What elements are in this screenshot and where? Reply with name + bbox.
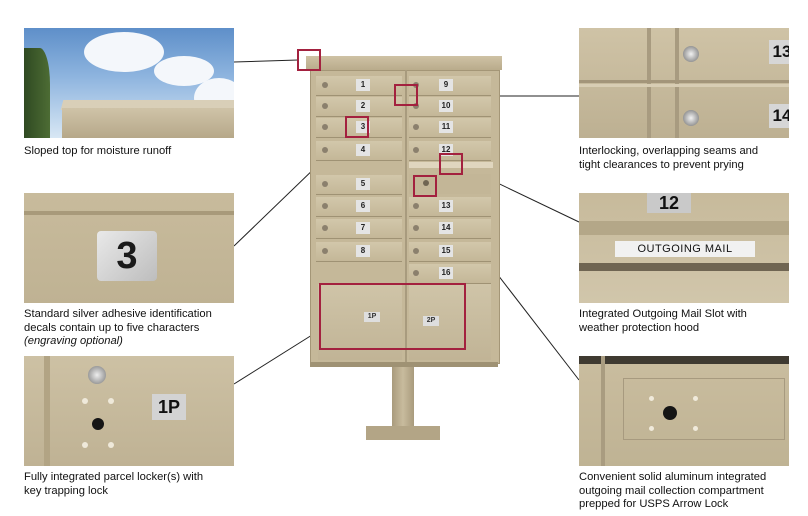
caption-outgoing-slot: Integrated Outgoing Mail Slot with weath… [579,308,747,334]
box-number: 6 [356,200,370,212]
decal-photo: 3 [24,193,234,303]
mailbox-door: 14 [409,219,491,239]
box-number: 1 [356,79,370,91]
collection-compartment-photo [579,356,789,466]
caption-parcel-locker: Fully integrated parcel locker(s) with k… [24,471,204,497]
mailbox-door: 4 [316,141,402,161]
box-number: 3 [356,121,370,133]
mailbox-door: 7 [316,219,402,239]
key-lock-icon [88,366,106,384]
box-number: 10 [439,100,453,112]
box-number: 13 [439,200,453,212]
parcel-locker: 2P [409,284,491,360]
seam-number-13: 13 [769,40,789,64]
mailbox-door: 3 [316,118,402,138]
mailbox-door: 6 [316,197,402,217]
seams-photo: 13 14 [579,28,789,138]
box-number: 11 [439,121,453,133]
highlight-parcel-lockers [319,283,466,350]
sloped-top [306,56,502,70]
highlight-collection-compartment [413,175,437,197]
caption-seams: Interlocking, overlapping seams and tigh… [579,145,759,171]
caption-collection-compartment: Convenient solid aluminum integrated out… [579,471,767,510]
pedestal [392,367,414,433]
mailbox-door: 2 [316,97,402,117]
mailbox-door: 16 [409,264,491,284]
mailbox-door: 5 [316,175,402,195]
outgoing-compartment [409,174,491,194]
connector-parcel [233,329,321,385]
mailbox-door: 11 [409,118,491,138]
box-number: 7 [356,222,370,234]
box-number: 5 [356,178,370,190]
box-number: 4 [356,144,370,156]
sloped-top-photo [24,28,234,138]
mailbox-door: 9 [409,76,491,96]
box-number: 15 [439,245,453,257]
parcel-locker: 1P [318,284,402,360]
seam-number-14: 14 [769,104,789,128]
highlight-outgoing-slot [439,153,463,175]
mailbox-door: 15 [409,242,491,262]
highlight-seams [394,84,418,106]
box-number: 16 [439,267,453,279]
highlight-sloped-top [297,49,321,71]
box-number: 2 [356,100,370,112]
box-number: 9 [439,79,453,91]
caption-decals: Standard silver adhesive identification … [24,308,212,347]
slot-number: 12 [647,193,691,213]
mailbox-door: 1 [316,76,402,96]
outgoing-slot-photo: 12 OUTGOING MAIL [579,193,789,303]
parcel-number: 1P [364,312,380,322]
highlight-decal [345,116,369,138]
cluster-mailbox-unit: 1 2 3 4 5 6 7 8 9 10 11 12 13 14 15 16 1… [306,56,502,446]
outgoing-slot-hood [409,162,493,168]
box-number: 8 [356,245,370,257]
parcel-number: 2P [423,316,439,326]
mailbox-door: 8 [316,242,402,262]
parcel-locker-photo: 1P [24,356,234,466]
parcel-decal: 1P [152,394,186,420]
pedestal-foot [366,426,440,440]
connector-sloped-top [233,59,299,63]
outgoing-mail-label: OUTGOING MAIL [615,241,755,257]
decal-number: 3 [97,231,157,281]
caption-sloped-top: Sloped top for moisture runoff [24,145,172,157]
mailbox-door: 13 [409,197,491,217]
mailbox-door: 10 [409,97,491,117]
box-number: 14 [439,222,453,234]
